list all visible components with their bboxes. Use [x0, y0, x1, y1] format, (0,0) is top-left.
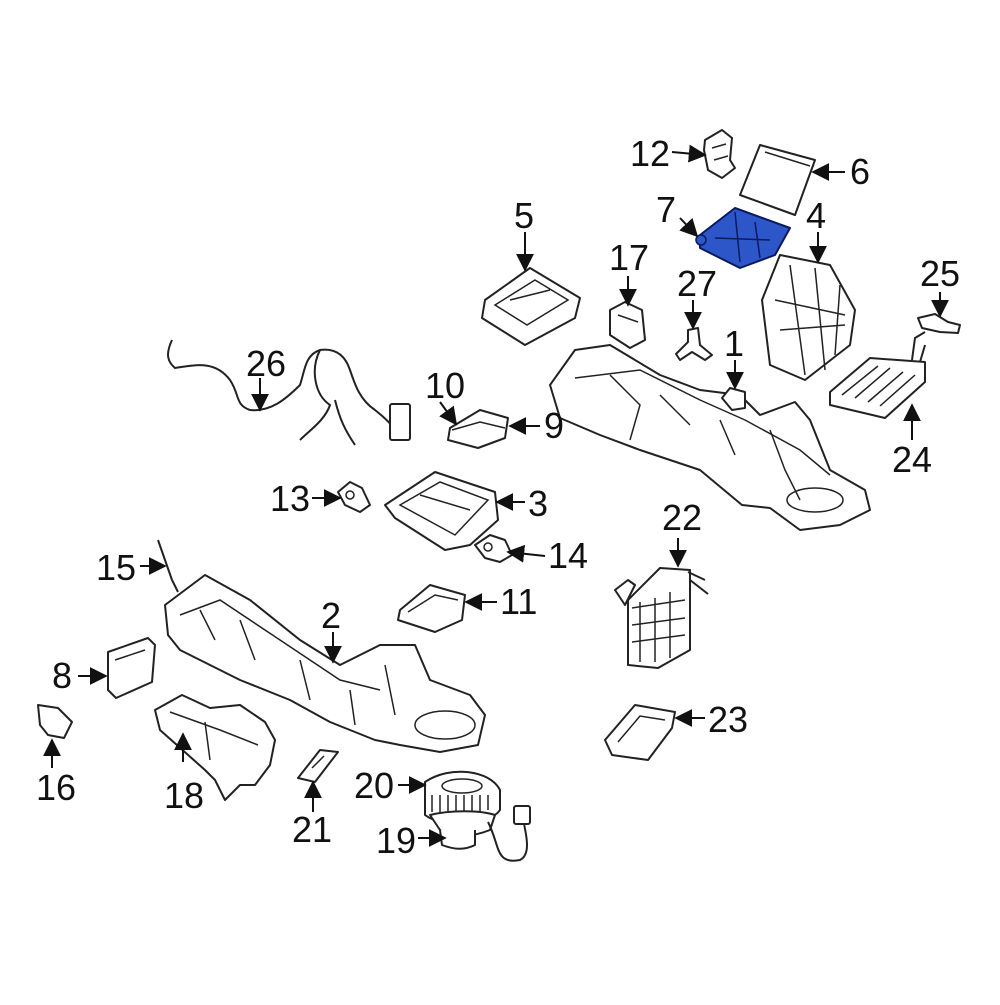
callout-13: 13 — [270, 478, 342, 519]
callout-14: 14 — [506, 535, 588, 576]
callout-label-14: 14 — [548, 535, 588, 576]
part-18-duct[interactable] — [154, 694, 276, 801]
callout-1: 1 — [724, 323, 744, 390]
callout-6: 6 — [811, 151, 870, 192]
callout-label-22: 22 — [662, 497, 702, 538]
callout-26: 26 — [246, 343, 286, 412]
part-24-heater-core[interactable] — [829, 331, 926, 419]
callout-label-9: 9 — [544, 405, 564, 446]
callout-label-27: 27 — [677, 263, 717, 304]
callout-label-17: 17 — [609, 237, 649, 278]
part-21-plate[interactable] — [297, 749, 339, 783]
callout-label-8: 8 — [52, 655, 72, 696]
part-13-actuator[interactable] — [337, 481, 371, 513]
callout-label-20: 20 — [354, 765, 394, 806]
part-15-wire[interactable] — [157, 539, 179, 593]
part-19-blower-motor[interactable] — [429, 805, 531, 862]
callout-12: 12 — [630, 133, 707, 174]
part-12-bracket[interactable] — [703, 129, 736, 179]
part-5-tray[interactable] — [481, 267, 581, 346]
callout-22: 22 — [662, 497, 702, 568]
part-23-bracket[interactable] — [604, 704, 676, 761]
callout-label-21: 21 — [292, 809, 332, 850]
part-25-clip[interactable] — [917, 313, 961, 334]
callout-19: 19 — [376, 820, 447, 861]
callout-21: 21 — [292, 780, 332, 850]
callout-label-10: 10 — [425, 365, 465, 406]
callout-label-16: 16 — [36, 767, 76, 808]
callout-label-18: 18 — [164, 775, 204, 816]
part-14-actuator[interactable] — [474, 534, 513, 563]
callout-25: 25 — [920, 253, 960, 318]
callout-27: 27 — [677, 263, 717, 330]
callout-label-1: 1 — [724, 323, 744, 364]
callout-label-11: 11 — [500, 581, 537, 622]
callout-label-12: 12 — [630, 133, 670, 174]
callout-17: 17 — [609, 237, 649, 307]
callout-label-26: 26 — [246, 343, 286, 384]
callout-24: 24 — [892, 403, 932, 480]
callout-10: 10 — [425, 365, 465, 426]
part-10-box[interactable] — [447, 409, 509, 449]
callout-18: 18 — [164, 732, 204, 816]
callout-label-13: 13 — [270, 478, 310, 519]
callout-label-15: 15 — [96, 547, 136, 588]
callout-20: 20 — [354, 765, 427, 806]
callout-4: 4 — [806, 195, 827, 264]
callout-label-6: 6 — [850, 151, 870, 192]
callout-label-7: 7 — [656, 189, 676, 230]
part-3-housing[interactable] — [384, 471, 499, 551]
callout-3: 3 — [495, 483, 548, 524]
callout-label-24: 24 — [892, 439, 932, 480]
callout-11: 11 — [464, 581, 537, 622]
part-26-wire-harness[interactable] — [167, 339, 411, 446]
part-16-bracket[interactable] — [37, 704, 73, 739]
callout-2: 2 — [321, 595, 342, 664]
callout-23: 23 — [674, 699, 748, 740]
callout-8: 8 — [52, 655, 108, 696]
callout-5: 5 — [514, 195, 534, 272]
callout-label-23: 23 — [708, 699, 748, 740]
part-22-heater-core[interactable] — [614, 567, 709, 669]
part-4-cover[interactable] — [761, 254, 856, 381]
part-6-panel[interactable] — [739, 144, 816, 216]
callout-label-4: 4 — [806, 195, 826, 236]
part-1-upper-housing[interactable] — [549, 344, 871, 531]
callout-label-2: 2 — [321, 595, 341, 636]
callout-16: 16 — [36, 738, 76, 808]
callout-label-19: 19 — [376, 820, 416, 861]
callout-label-5: 5 — [514, 195, 534, 236]
part-7-cabin-filter[interactable] — [695, 207, 791, 269]
callout-7: 7 — [656, 189, 699, 238]
part-11-door[interactable] — [397, 584, 466, 633]
part-27-clip[interactable] — [675, 327, 713, 361]
callout-label-3: 3 — [528, 483, 548, 524]
callout-15: 15 — [96, 547, 167, 588]
callout-label-25: 25 — [920, 253, 960, 294]
part-17-bracket[interactable] — [609, 301, 646, 349]
part-8-door[interactable] — [107, 637, 156, 699]
callout-9: 9 — [508, 405, 564, 446]
